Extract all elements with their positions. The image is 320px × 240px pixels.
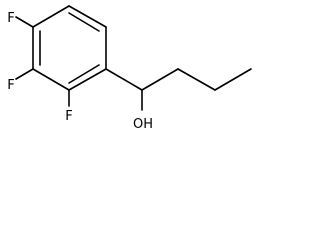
- bond-carbinol-ch2: [141, 68, 179, 91]
- bond-c5-f-mid: [15, 68, 34, 80]
- atom-label-f-low: F: [65, 109, 72, 124]
- atom-label-f-top: F: [7, 11, 14, 26]
- ring-bond-c6-c1: [68, 68, 107, 91]
- atom-label-f-mid: F: [7, 78, 14, 93]
- bond-ch2-ch3: [214, 68, 252, 91]
- molecule-diagram: F F F OH: [7, 5, 252, 132]
- ring-double-bond-c2-c3: [68, 12, 100, 32]
- bond-c1-carbinol: [105, 68, 143, 91]
- ring-bond-c5-c6: [32, 68, 70, 91]
- bond-ch2-ch2: [177, 68, 216, 91]
- atom-label-oh: OH: [133, 117, 153, 132]
- ring-bond-c3-c4: [32, 5, 70, 28]
- ring-double-bond-c6-c1: [68, 64, 100, 84]
- bond-c4-f-top: [15, 16, 34, 28]
- ring-bond-c2-c3: [68, 5, 107, 28]
